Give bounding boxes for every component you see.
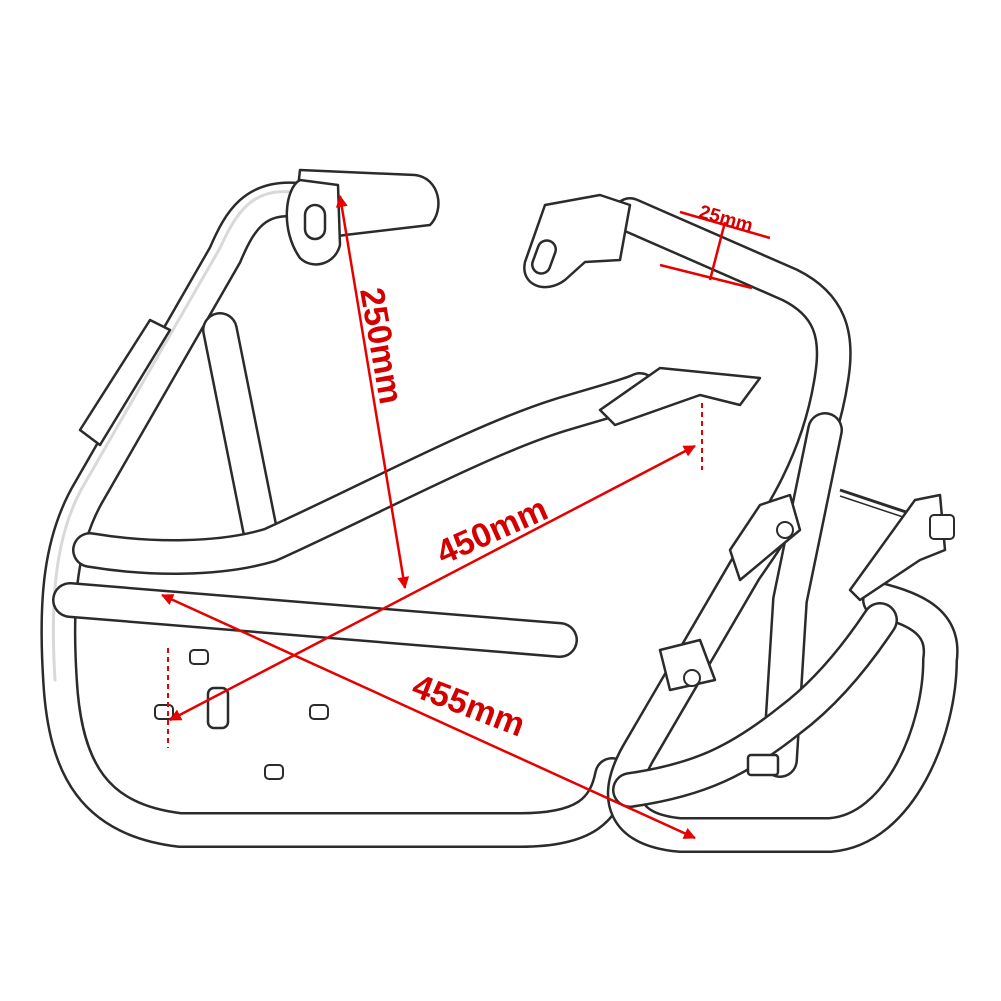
lower-crossbar-tube: [72, 372, 658, 575]
bottom-crossbar-tube: [52, 582, 578, 658]
height-dimension-label: 250mm: [352, 285, 410, 407]
lower-slider-bolt: [683, 669, 701, 687]
width-dimension-label: 450mm: [431, 490, 554, 572]
clip-4: [264, 764, 284, 780]
diameter-line-bottom: [659, 263, 753, 290]
right-brace-foot: [746, 753, 780, 777]
clip-2: [154, 704, 174, 720]
far-right-bracket: [839, 488, 955, 602]
left-mount-plate: [285, 168, 440, 266]
length-dimension-label: 455mm: [407, 667, 530, 744]
right-mount-plate: [523, 193, 632, 289]
left-side-plate: [78, 318, 172, 447]
inner-bracket-plate: [598, 366, 762, 427]
upper-slider-bolt: [776, 521, 794, 539]
bracket-nut: [929, 514, 955, 540]
clip-3: [309, 704, 329, 720]
left-mount-slot: [303, 203, 327, 241]
right-mount-slot: [531, 239, 557, 275]
diameter-line-cross: [708, 221, 727, 281]
clip-1: [189, 649, 209, 665]
length-dimension-line: [161, 593, 696, 840]
right-upper-slider: [728, 493, 802, 582]
left-brace-tube: [202, 312, 280, 558]
